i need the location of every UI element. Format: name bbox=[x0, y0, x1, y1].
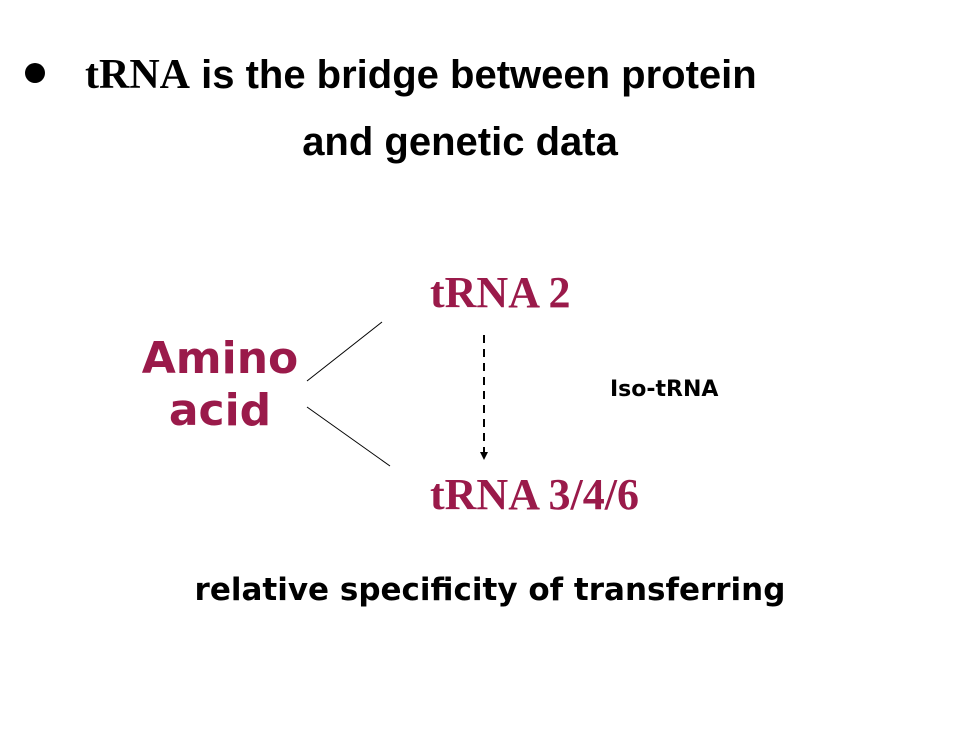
bullet-icon bbox=[25, 63, 45, 83]
connector-to-trna-346 bbox=[306, 406, 391, 467]
iso-trna-label: Iso-tRNA bbox=[610, 377, 719, 402]
bottom-caption: relative specificity of transferring bbox=[194, 572, 786, 608]
title-trna: tRNA bbox=[85, 52, 190, 98]
node-amino-acid: Amino acid bbox=[120, 333, 320, 437]
title-rest: is the bridge between protein bbox=[189, 53, 757, 97]
node-trna-346: tRNA 3/4/6 bbox=[430, 470, 639, 519]
node-amino-line-1: Amino bbox=[141, 333, 299, 384]
title-line-2: and genetic data bbox=[302, 120, 618, 164]
connector-to-trna-2 bbox=[306, 321, 383, 382]
node-amino-line-2: acid bbox=[168, 385, 272, 436]
title-text: tRNA is the bridge between protein bbox=[85, 45, 757, 114]
title-line-1: tRNA is the bridge between protein bbox=[25, 45, 955, 105]
node-trna-2: tRNA 2 bbox=[430, 268, 571, 317]
